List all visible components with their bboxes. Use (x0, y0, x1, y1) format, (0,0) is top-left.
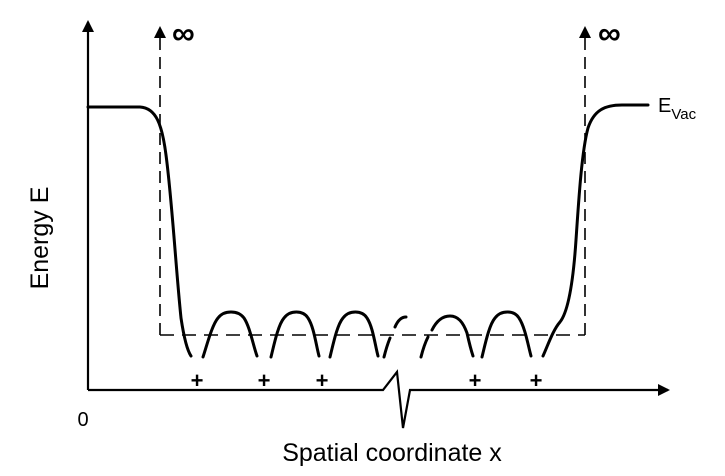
ion-plus-4: + (469, 368, 482, 393)
potential-left-edge (86, 105, 193, 358)
ion-plus-1: + (191, 368, 204, 393)
potential-bump-1 (201, 310, 259, 359)
potential-gap-stub-left (382, 315, 408, 359)
potential-curve (86, 103, 650, 359)
ion-cores: + + + + + (191, 368, 543, 393)
infinity-label-right: ∞ (598, 15, 621, 51)
potential-bump-4 (430, 314, 475, 358)
origin-label: 0 (77, 409, 88, 431)
potential-bump-5 (480, 310, 533, 359)
ion-plus-5: + (530, 368, 543, 393)
vacuum-level-base: E (658, 95, 671, 117)
infinite-barrier (154, 26, 591, 336)
potential-bump-3 (328, 310, 380, 359)
vacuum-level-subscript: Vac (671, 106, 696, 123)
y-axis-label: Energy E (26, 187, 54, 290)
infinity-label-left: ∞ (172, 15, 195, 51)
potential-gap-stub-right (419, 335, 430, 359)
vacuum-level-label: EVac (658, 95, 697, 123)
ion-plus-3: + (316, 368, 329, 393)
potential-right-edge (541, 103, 650, 358)
potential-bump-2 (269, 310, 321, 359)
x-axis-label: Spatial coordinate x (282, 439, 502, 467)
axes (82, 20, 670, 429)
ion-plus-2: + (258, 368, 271, 393)
x-axis (88, 369, 670, 429)
